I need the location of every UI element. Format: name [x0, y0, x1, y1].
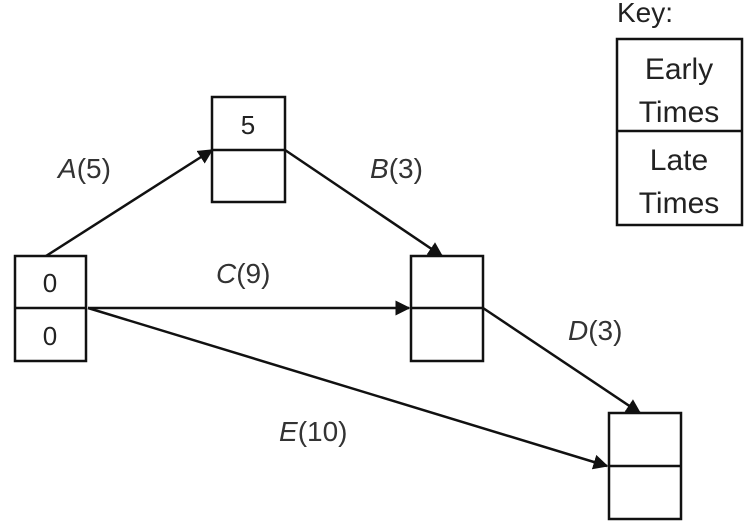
key-late-line2: Times — [639, 187, 720, 220]
edge-b-duration: (3) — [389, 153, 423, 184]
edge-b-label: B(3) — [370, 153, 423, 184]
key-title: Key: — [617, 0, 673, 28]
edge-a-label: A(5) — [56, 153, 111, 184]
key-legend: Key: Early Times Late Times — [615, 0, 744, 227]
edge-d-letter: D — [568, 315, 588, 346]
edge-e-label: E(10) — [279, 416, 347, 447]
node-start-late: 0 — [43, 321, 57, 351]
edge-d-label: D(3) — [568, 315, 622, 346]
key-late-line1: Late — [650, 144, 708, 177]
edge-c-label: C(9) — [216, 258, 270, 289]
key-early-line1: Early — [645, 53, 713, 86]
node-after-bc — [409, 254, 485, 363]
node-end — [607, 411, 683, 521]
edge-a-letter: A — [56, 153, 77, 184]
edge-c-duration: (9) — [236, 258, 270, 289]
edge-e-letter: E — [279, 416, 298, 447]
edge-a-arrow — [45, 148, 214, 258]
node-after-a-early: 5 — [241, 110, 255, 140]
edge-a-duration: (5) — [77, 153, 111, 184]
node-after-a: 5 — [210, 95, 287, 204]
edge-e-arrow — [87, 306, 609, 470]
edge-d-duration: (3) — [588, 315, 622, 346]
edge-b-arrow — [284, 148, 444, 258]
edge-d-arrow — [482, 306, 642, 415]
edge-e-duration: (10) — [298, 416, 348, 447]
key-early-line2: Times — [639, 96, 720, 129]
edge-c-letter: C — [216, 258, 237, 289]
node-start: 0 0 — [13, 254, 88, 363]
node-start-early: 0 — [43, 268, 57, 298]
edge-b-letter: B — [370, 153, 389, 184]
